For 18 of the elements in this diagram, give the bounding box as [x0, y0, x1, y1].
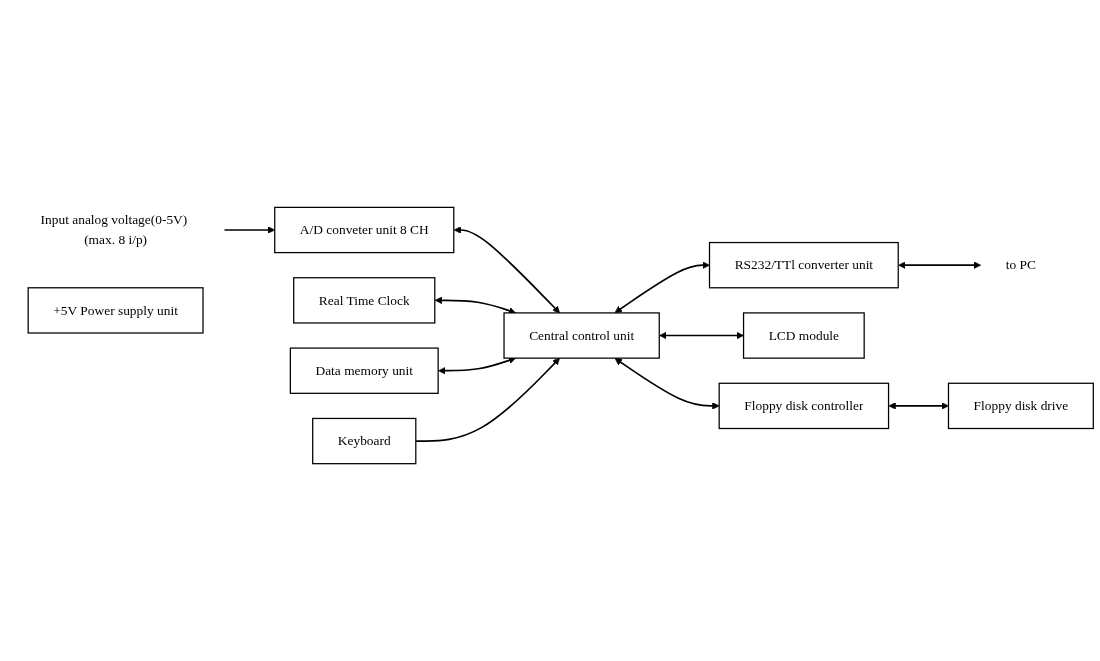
arrow — [614, 358, 720, 410]
node-box: LCD module — [742, 312, 865, 359]
arrow — [888, 402, 949, 410]
arrow — [898, 261, 981, 269]
node-box: A/D conveter unit 8 CH — [274, 206, 455, 254]
node-box: RS232/TTl converter unit — [708, 241, 899, 289]
arrow — [453, 226, 560, 314]
node-box: Central control unit — [503, 312, 660, 359]
node-box: +5V Power supply unit — [27, 287, 204, 334]
arrow — [614, 261, 710, 314]
node-box: Floppy disk drive — [947, 382, 1094, 430]
arrow — [659, 331, 744, 340]
node-box: Floppy disk controller — [718, 382, 890, 430]
node-box: Real Time Clock — [293, 277, 436, 324]
node-box: Keyboard — [312, 417, 417, 465]
node-text: Input analog voltage(0-5V) (max. 8 i/p) — [40, 212, 188, 247]
node-box: Data memory unit — [289, 347, 439, 394]
node-text: to PC — [1005, 257, 1036, 272]
